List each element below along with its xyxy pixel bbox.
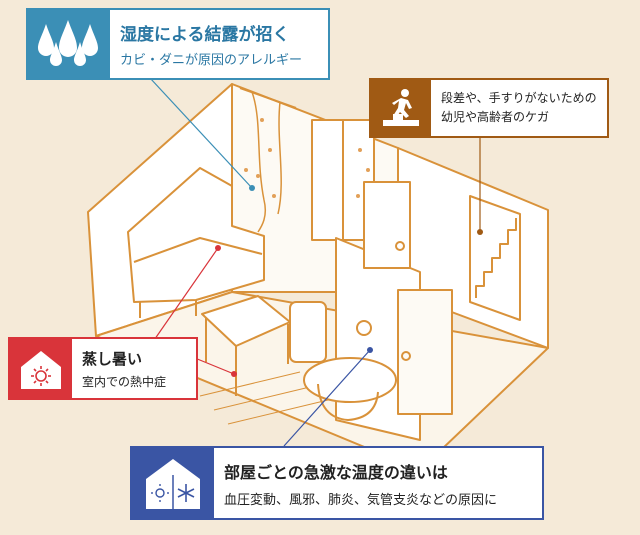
person-climbing-stairs-icon [371,80,431,136]
humidity-leader [149,77,253,189]
temperature-leader [283,349,371,447]
sofa [127,167,265,303]
heat-leader [149,247,219,347]
toilet-tank [289,301,327,363]
toilet-bowl [303,357,397,403]
humidity-title: 湿度による結露が招く [120,25,290,45]
water-drops-icon [28,10,110,78]
temperature-callout: 部屋ごとの急激な温度の違いは 血圧変動、風邪、肺炎、気管支炎などの原因に [130,446,544,520]
mold-dots [244,118,370,198]
left-curtain [251,91,267,233]
stair-steps [475,218,517,298]
heat-title: 蒸し暑い [82,349,143,368]
heat-subtitle: 室内での熱中症 [82,374,167,389]
upper-door [363,181,411,269]
stairs-callout: 段差や、手すりがないための 幼児や高齢者のケガ [369,78,609,138]
stairs-line2: 幼児や高齢者のケガ [441,110,550,124]
stairs-line1: 段差や、手すりがないための [441,91,597,106]
humidity-subtitle: カビ・ダニが原因のアレルギー [120,53,303,68]
humidity-callout: 湿度による結露が招く カビ・ダニが原因のアレルギー [26,8,330,80]
temperature-subtitle: 血圧変動、風邪、肺炎、気管支炎などの原因に [224,492,498,508]
heat-callout: 蒸し暑い 室内での熱中症 [8,337,198,400]
right-curtain [277,101,282,215]
house-sun-icon [10,339,72,398]
house-sun-snow-icon [132,448,214,518]
temperature-title: 部屋ごとの急激な温度の違いは [224,462,448,482]
